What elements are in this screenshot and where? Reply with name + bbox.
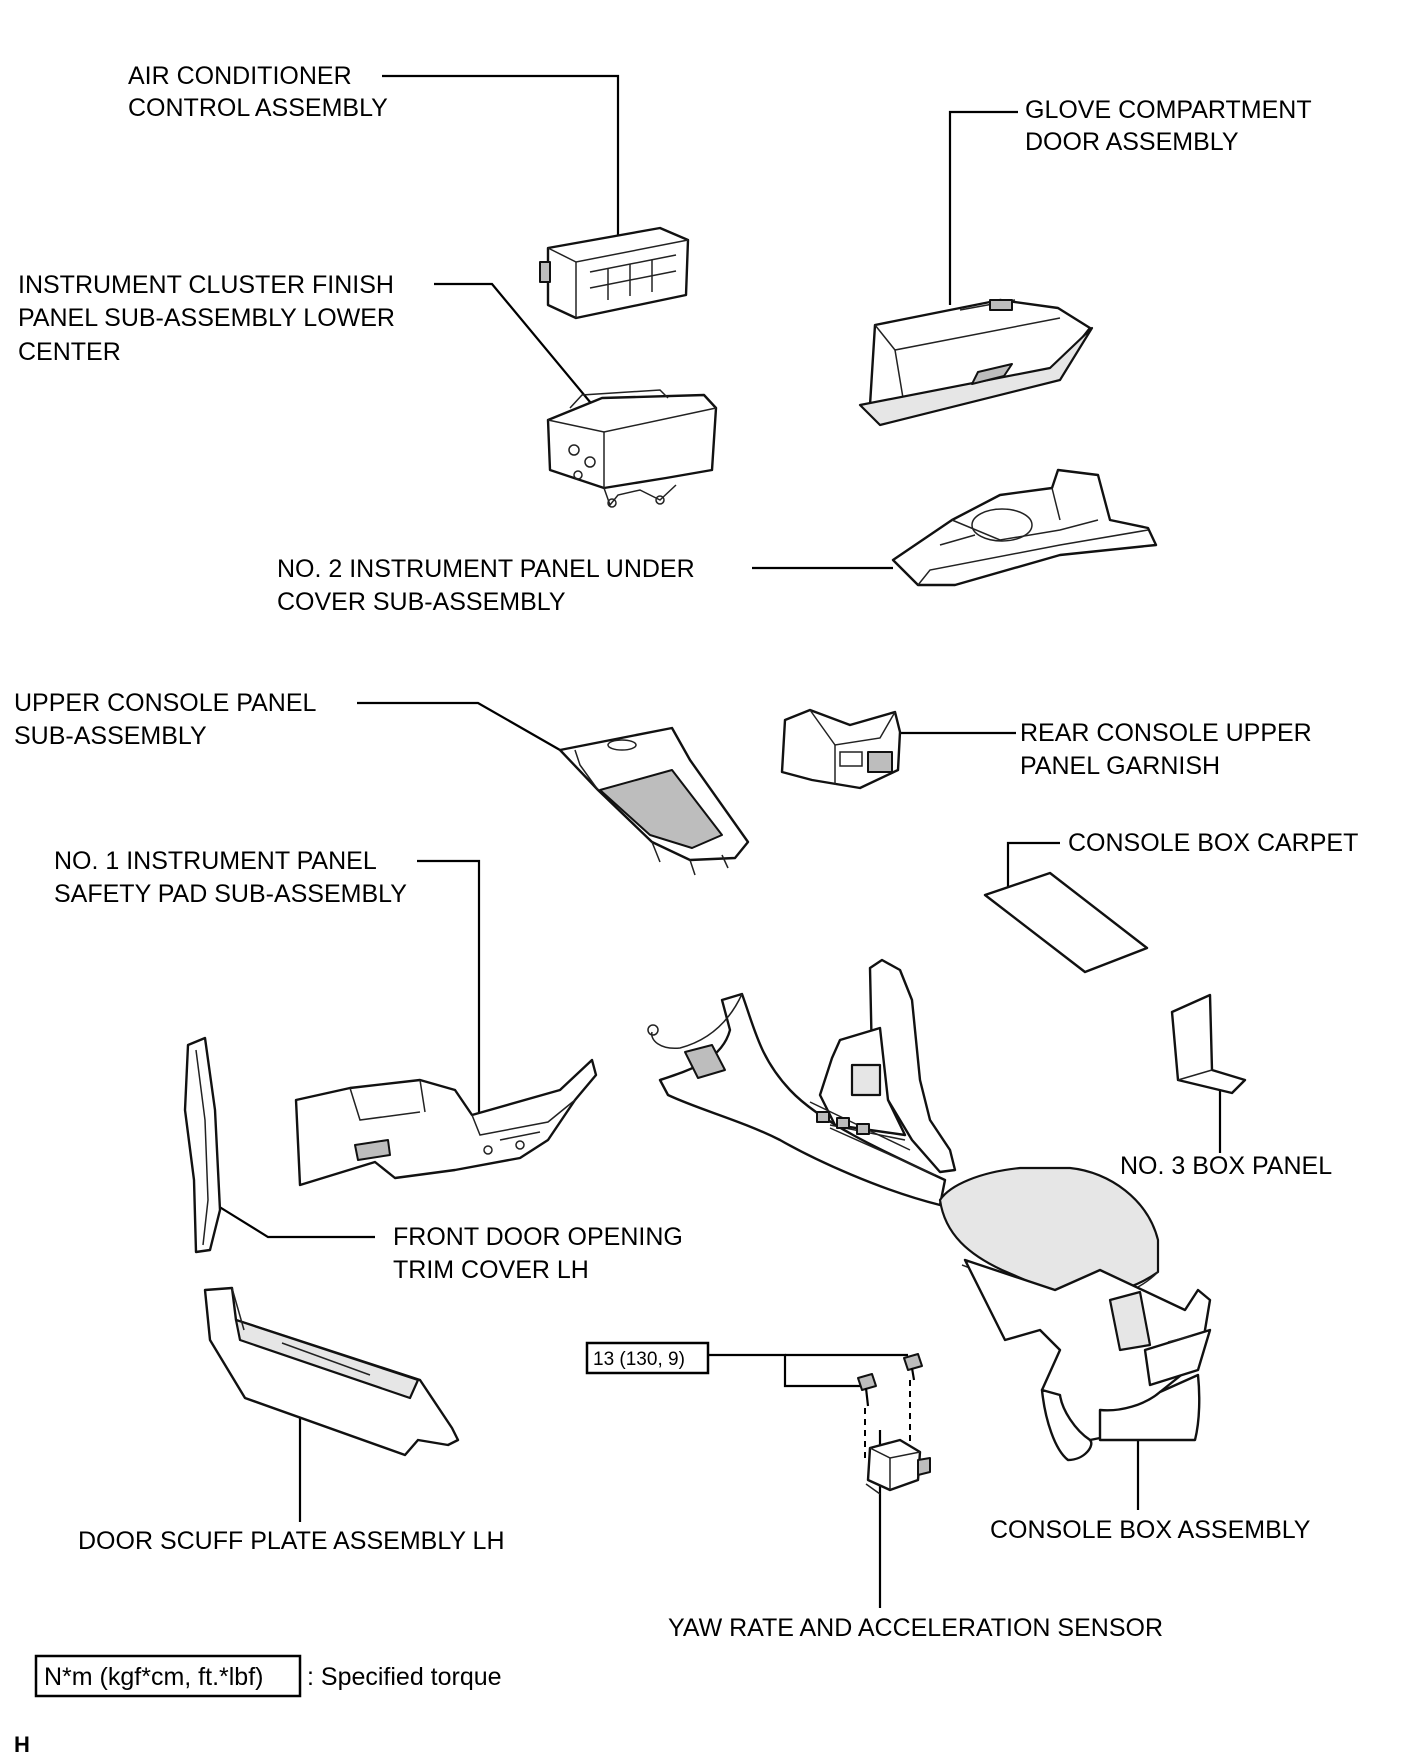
torque-spec-value: 13 (130, 9) [593, 1349, 685, 1370]
label-rear-console-garnish-line1: REAR CONSOLE UPPER [1020, 719, 1312, 747]
label-instrument-cluster-line1: INSTRUMENT CLUSTER FINISH [18, 271, 394, 299]
label-no2-under-cover-line1: NO. 2 INSTRUMENT PANEL UNDER [277, 555, 695, 583]
no1-safety-pad-part [294, 1058, 598, 1187]
legend-unit: N*m (kgf*cm, ft.*lbf) [44, 1663, 263, 1691]
label-instrument-cluster-line2: PANEL SUB-ASSEMBLY LOWER [18, 304, 395, 332]
label-door-scuff-plate: DOOR SCUFF PLATE ASSEMBLY LH [78, 1527, 505, 1555]
label-glove-compartment-line2: DOOR ASSEMBLY [1025, 128, 1239, 156]
front-door-trim-part [183, 1036, 222, 1254]
label-glove-compartment-line1: GLOVE COMPARTMENT [1025, 96, 1312, 124]
label-no2-under-cover-line2: COVER SUB-ASSEMBLY [277, 588, 566, 616]
torque-spec: 13 (130, 9) [585, 1341, 710, 1375]
torque-legend: N*m (kgf*cm, ft.*lbf) : Specified torque [34, 1654, 502, 1698]
label-front-door-trim-line2: TRIM COVER LH [393, 1256, 589, 1284]
part-labels: AIR CONDITIONER CONTROL ASSEMBLY GLOVE C… [14, 62, 1358, 1642]
footer-code: H [14, 1732, 30, 1757]
label-console-box-assembly: CONSOLE BOX ASSEMBLY [990, 1516, 1311, 1544]
door-scuff-plate-part [203, 1286, 460, 1457]
legend-text: : Specified torque [307, 1663, 502, 1691]
console-box-assembly-part [647, 958, 1212, 1462]
instrument-cluster-finish-part [546, 389, 718, 508]
label-air-conditioner-line2: CONTROL ASSEMBLY [128, 94, 388, 122]
label-air-conditioner-line1: AIR CONDITIONER [128, 62, 352, 90]
glove-compartment-part [858, 298, 1094, 427]
label-instrument-cluster-line3: CENTER [18, 338, 121, 366]
label-no1-safety-pad-line1: NO. 1 INSTRUMENT PANEL [54, 847, 377, 875]
console-box-carpet-part [983, 871, 1149, 974]
legend-box [34, 1654, 302, 1698]
torque-bolts [857, 1353, 923, 1407]
label-no1-safety-pad-line2: SAFETY PAD SUB-ASSEMBLY [54, 880, 407, 908]
no2-under-cover-part [891, 468, 1158, 587]
label-rear-console-garnish-line2: PANEL GARNISH [1020, 752, 1220, 780]
label-front-door-trim-line1: FRONT DOOR OPENING [393, 1223, 683, 1251]
no3-box-panel-part [1170, 993, 1247, 1095]
label-yaw-rate-sensor: YAW RATE AND ACCELERATION SENSOR [668, 1614, 1163, 1642]
label-upper-console-line1: UPPER CONSOLE PANEL [14, 689, 317, 717]
upper-console-panel-part [558, 726, 750, 876]
label-no3-box-panel: NO. 3 BOX PANEL [1120, 1152, 1332, 1180]
label-upper-console-line2: SUB-ASSEMBLY [14, 722, 207, 750]
label-console-box-carpet: CONSOLE BOX CARPET [1068, 829, 1358, 857]
rear-console-garnish-part [780, 708, 902, 790]
yaw-rate-sensor-part [865, 1438, 931, 1495]
torque-spec-box [585, 1341, 710, 1375]
air-conditioner-control-part [539, 226, 690, 320]
